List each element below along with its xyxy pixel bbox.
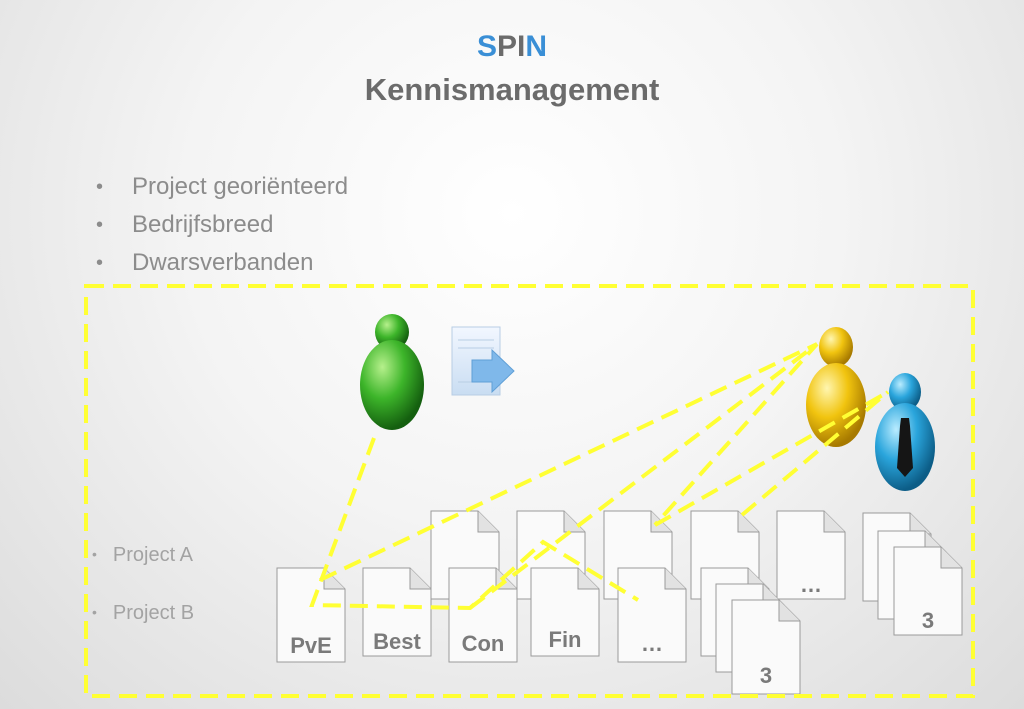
bullet-item: Project georiënteerd — [96, 170, 348, 208]
project-a-label: Project A — [92, 544, 193, 567]
slide-title: SPIN — [476, 30, 548, 63]
document-icon: … — [617, 567, 687, 663]
document-arrow-icon — [451, 326, 515, 396]
slide-subtitle: Kennismanagement — [364, 72, 660, 107]
document-icon: Fin — [530, 567, 600, 657]
bullet-item: Dwarsverbanden — [96, 246, 348, 284]
person-blue-tie-icon — [875, 373, 935, 491]
stack-count-label: 3 — [759, 663, 773, 688]
knowledge-boundary-box — [84, 284, 975, 698]
document-icon: Con — [448, 567, 518, 663]
person-green-icon — [360, 314, 424, 430]
document-stack-icon: 3 — [893, 546, 963, 636]
bullet-item: Bedrijfsbreed — [96, 208, 348, 246]
connection-lines — [84, 284, 975, 698]
link-green-to-documents — [309, 437, 640, 611]
document-icon: PvE — [276, 567, 346, 663]
link-blue-to-documents — [740, 390, 890, 517]
document-stack-icon: 3 — [731, 599, 801, 695]
project-b-label: Project B — [92, 602, 194, 625]
link-blue-to-documents — [654, 390, 889, 527]
document-icon: … — [776, 510, 846, 600]
link-yellow-to-documents — [468, 342, 819, 610]
bullet-list: Project georiënteerd Bedrijfsbreed Dwars… — [96, 170, 348, 284]
person-yellow-icon — [806, 327, 866, 447]
stack-count-label: 3 — [921, 608, 935, 633]
document-icon: Best — [362, 567, 432, 657]
link-yellow-to-pve — [319, 342, 818, 582]
